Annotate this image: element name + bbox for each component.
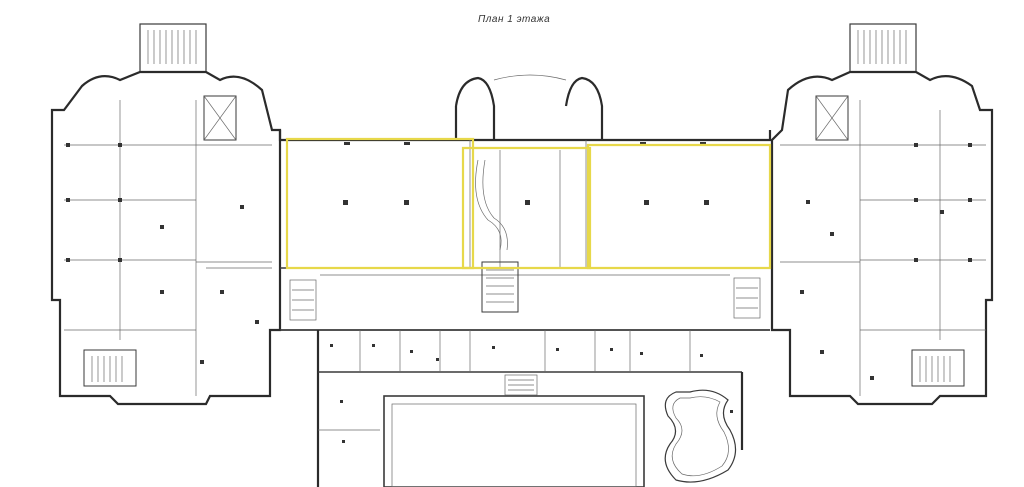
right-wing xyxy=(733,23,994,406)
central-block xyxy=(278,74,772,487)
left-lift xyxy=(203,95,237,141)
left-wing xyxy=(50,23,317,406)
highlight-right-hall xyxy=(586,143,772,270)
right-bottom-stair xyxy=(911,349,965,387)
pool xyxy=(383,395,645,487)
left-bottom-stair xyxy=(83,349,137,387)
highlight-left-hall xyxy=(285,137,475,270)
plan-title: План 1 этажа xyxy=(478,14,551,25)
curved-pool xyxy=(664,389,737,483)
right-lift xyxy=(815,95,849,141)
highlighted-areas xyxy=(285,137,772,270)
pool-stair xyxy=(504,374,538,396)
highlight-center-hall xyxy=(461,146,592,270)
central-stair xyxy=(481,261,519,313)
